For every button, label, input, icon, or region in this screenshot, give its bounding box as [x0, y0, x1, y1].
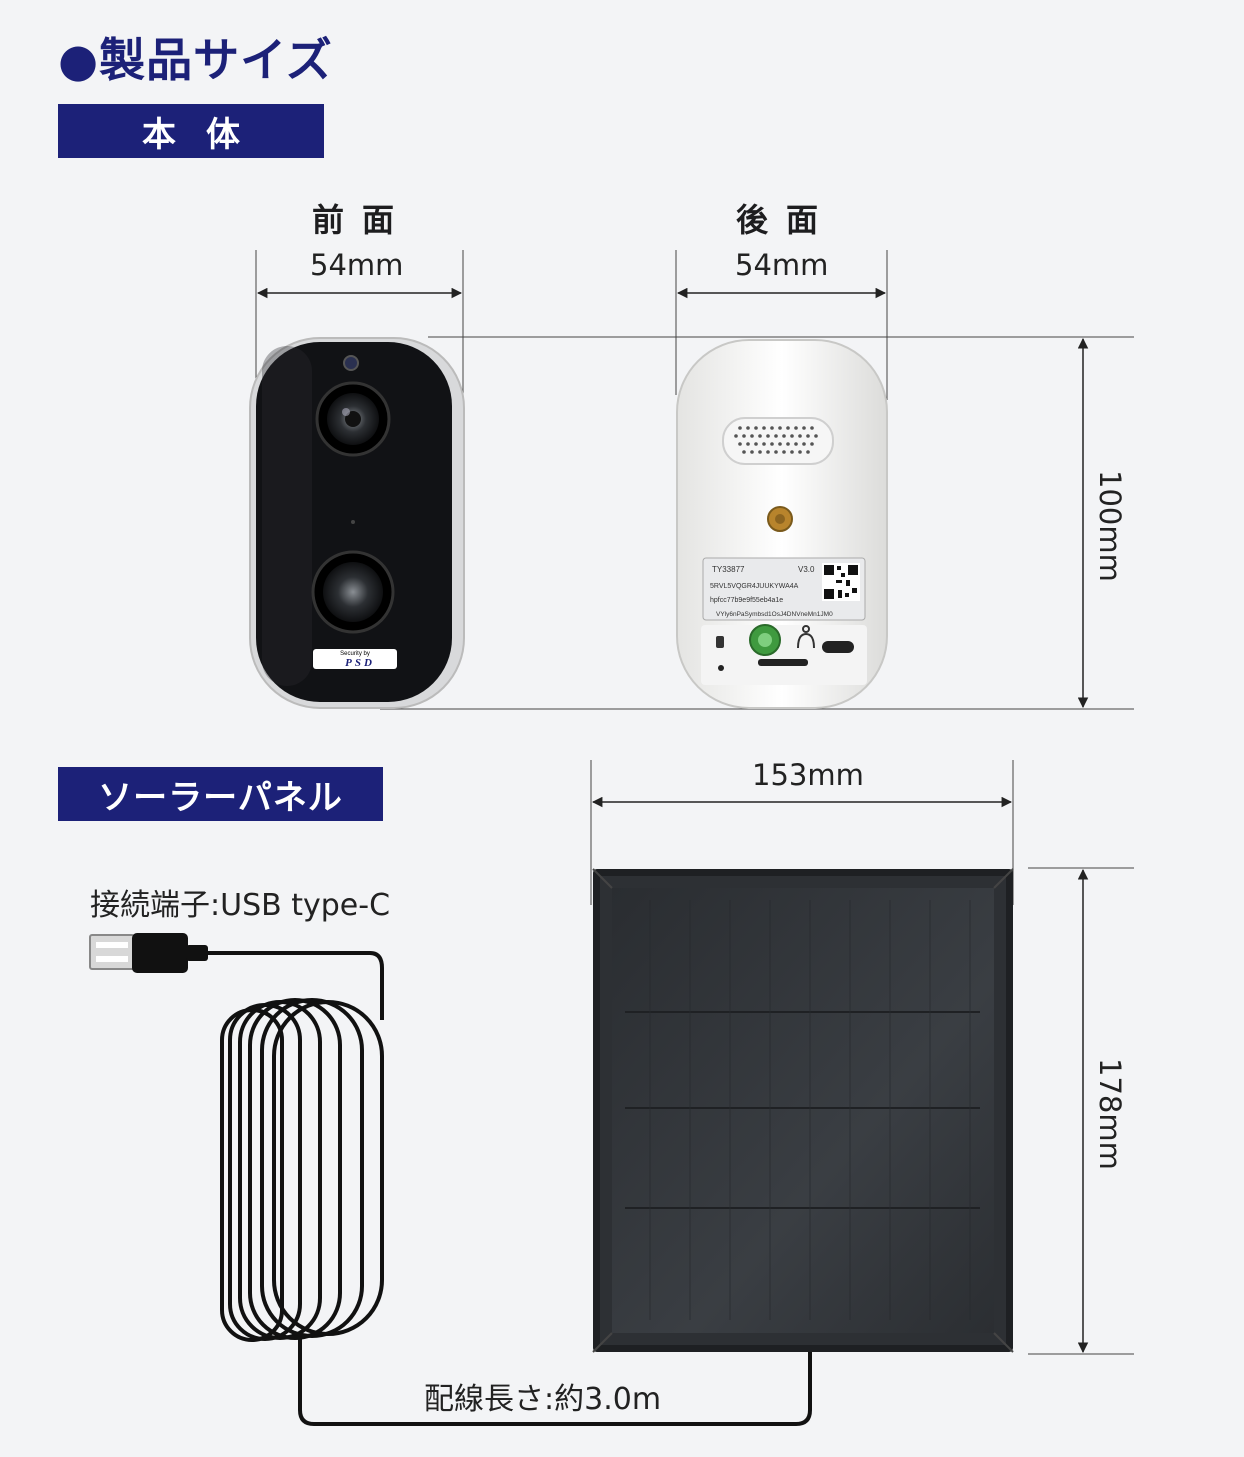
usb-connector — [89, 933, 208, 973]
label-line-3: 5RVL5VQGR4JUUKYWA4A — [710, 583, 799, 590]
label-line-1: TY33877 — [712, 565, 745, 574]
back-label: 後面 — [736, 201, 837, 239]
camera-back: TY33877 V3.0 5RVL5VQGR4JUUKYWA4A hpfcc77… — [676, 339, 888, 709]
front-logo: PSD — [345, 657, 375, 669]
solar-width-dimension: 153mm — [752, 758, 864, 792]
section-badge-body: 本体 — [58, 104, 324, 158]
label-line-2: V3.0 — [798, 565, 815, 574]
back-width-dimension: 54mm — [735, 248, 829, 282]
camera-front: Security by PSD — [249, 337, 465, 709]
section-badge-solar: ソーラーパネル — [58, 767, 383, 821]
solar-panel — [592, 868, 1014, 1353]
page-title: ●製品サイズ — [58, 33, 333, 87]
cable-length-caption: 配線長さ:約3.0m — [420, 1374, 666, 1418]
usb-cable — [205, 951, 812, 1426]
front-label: 前面 — [312, 201, 413, 239]
connector-caption: 接続端子:USB type-C — [90, 888, 391, 923]
label-line-5: VYly6nPaSymbsd1OsJ4DNVneMn1JM0 — [716, 611, 833, 618]
front-logo-top: Security by — [340, 651, 370, 657]
label-line-4: hpfcc77b9e9f55eb4a1e — [710, 597, 783, 604]
front-width-dimension: 54mm — [310, 248, 404, 282]
